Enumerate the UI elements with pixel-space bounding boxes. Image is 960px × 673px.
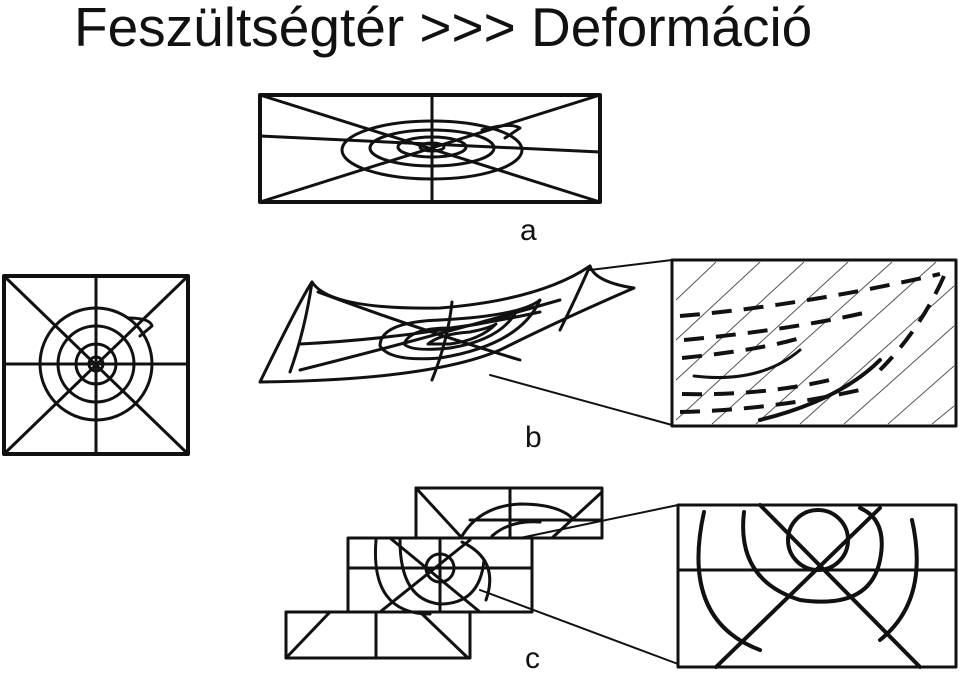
panel-c-middle-block-diagonal: [388, 536, 482, 614]
panel-c-middle-block-diagonal: [378, 538, 472, 614]
panel-b-inset-detail: [670, 258, 958, 428]
square-spiral-tail: [126, 316, 154, 338]
panel-b-dashed-layer: [681, 378, 831, 397]
panel-b-diagonal: [298, 298, 562, 372]
panel-b-hatch-line: [675, 261, 805, 381]
panel-b-vertical-axis: [430, 300, 454, 382]
panel-c-upper-block-diagonal: [550, 490, 604, 540]
panel-a-spiral-core: [418, 141, 446, 153]
panel-c-projection-line: [519, 504, 679, 539]
panel-c-inset-diagonal: [714, 506, 882, 669]
label-a: a: [520, 214, 537, 247]
page-title: Feszültségtér >>> Deformáció: [74, 0, 813, 58]
panel-b-dashed-layer: [683, 310, 869, 342]
panel-b-hatch-line: [675, 261, 717, 301]
panel-c-lower-block-diagonal: [418, 610, 470, 660]
square-spiral-ring: [38, 306, 154, 422]
panel-c-projection-line: [479, 589, 679, 665]
panel-c-upper-block-diagonal: [414, 486, 464, 540]
panel-b-spiral-ring: [402, 310, 518, 351]
panel-b-hatch-line: [799, 285, 955, 425]
square-stress-field: [2, 274, 190, 456]
panel-c-faulted-blocks: [284, 486, 958, 669]
panel-a-spiral-tail: [480, 123, 522, 140]
panel-c-upper-block-arc: [490, 520, 542, 538]
panel-b-hatch-line: [755, 261, 937, 425]
panel-b-projection-line: [489, 374, 673, 426]
panel-b-projection-line: [589, 259, 673, 271]
panel-b-surface-edge: [288, 280, 314, 374]
panel-b-spiral-ring: [378, 298, 542, 361]
panel-b-hatch-line: [711, 261, 893, 425]
panel-a-spiral-ring: [340, 119, 524, 181]
panel-a-spiral-ring: [396, 135, 468, 159]
panel-b-fold-curve: [758, 358, 882, 422]
panel-c-inset-arc: [696, 510, 762, 652]
panel-c-inset-detail: [676, 503, 958, 669]
panel-b-hatch-line: [887, 365, 955, 425]
panel-c-inset-core-ring: [786, 508, 850, 572]
panel-b-diagonal: [316, 290, 522, 362]
panel-a-frame: [258, 93, 602, 204]
panel-b-hatch-line: [931, 405, 955, 425]
panel-c-spiral-ring: [424, 552, 456, 584]
panel-a-stress-field: [258, 93, 602, 204]
panel-b-dashed-layer: [878, 275, 946, 372]
panel-a-spiral-ring: [368, 128, 496, 168]
panel-b-warped-surface: [258, 258, 958, 428]
panel-c-lower-block-diagonal: [284, 610, 332, 660]
panel-c-spiral-ring: [398, 538, 486, 606]
square-spiral-ring: [56, 324, 136, 404]
panel-b-spiral-core: [426, 322, 498, 346]
panel-a-diagonal: [258, 93, 602, 204]
panel-b-dashed-layer: [681, 336, 801, 360]
panel-b-fold-curve: [692, 348, 802, 380]
panel-c-inset-arc: [878, 518, 919, 642]
square-spiral-ring: [74, 342, 118, 386]
square-spiral-core: [87, 355, 105, 373]
panel-b-dashed-layer: [679, 272, 941, 318]
label-c: c: [525, 642, 540, 673]
panel-c-inset-arc: [741, 506, 884, 604]
panel-b-hatch-line: [675, 261, 761, 341]
panel-b-hatch-line: [675, 261, 849, 421]
panel-c-inset-diagonal: [758, 503, 922, 669]
panel-c-upper-block-arc: [460, 502, 576, 538]
panel-b-inset-frame: [670, 258, 958, 428]
panel-b-surface-edge: [558, 264, 592, 332]
panel-b-hatch-line: [843, 325, 955, 425]
panel-c-lower-block: [284, 610, 472, 660]
label-b: b: [525, 421, 542, 454]
panel-c-inset-frame: [676, 503, 958, 669]
